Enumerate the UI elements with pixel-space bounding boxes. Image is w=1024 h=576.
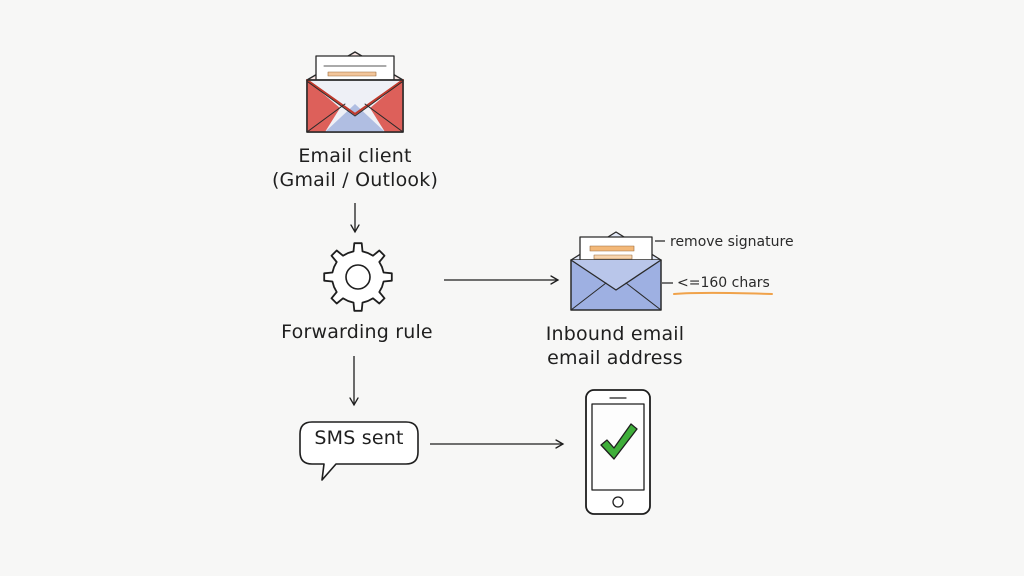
inbound-email-label: Inbound email email address (530, 322, 700, 370)
email-client-line2: (Gmail / Outlook) (271, 169, 439, 191)
remove-signature-note: remove signature (670, 234, 794, 250)
inbound-email-line2: email address (547, 347, 683, 369)
sms-sent-label: SMS sent (314, 427, 404, 449)
chars-underline (673, 291, 773, 295)
email-client-label: Email client (Gmail / Outlook) (240, 144, 470, 192)
forwarding-rule-label: Forwarding rule (281, 321, 433, 343)
email-client-envelope-icon (306, 51, 404, 133)
speech-bubble-icon (299, 421, 419, 481)
inbound-envelope-icon (570, 231, 662, 311)
gear-icon (323, 242, 393, 312)
smartphone-check-icon (585, 389, 651, 515)
inbound-email-line1: Inbound email (545, 323, 685, 345)
email-client-line1: Email client (298, 145, 412, 167)
char-limit-note: <=160 chars (677, 275, 770, 291)
